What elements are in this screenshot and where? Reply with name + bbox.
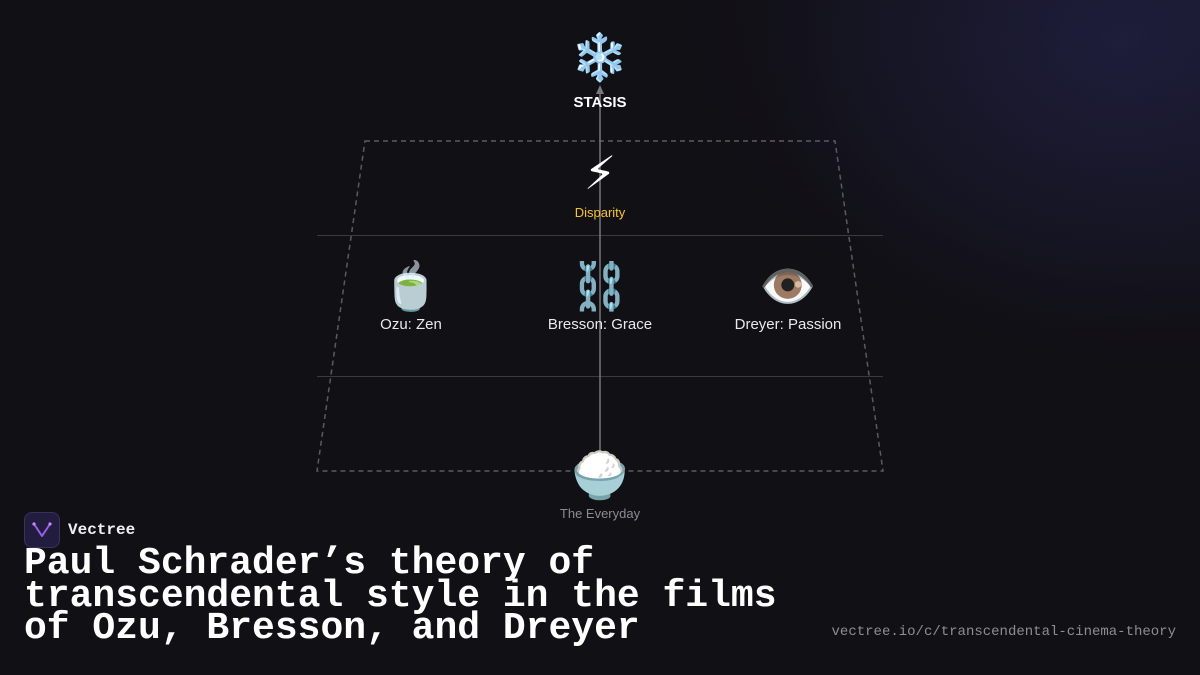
rice-bowl-icon: 🍚 (571, 448, 629, 502)
lightning-icon: ⚡ (583, 146, 617, 200)
bresson-label: Bresson: Grace (547, 316, 653, 333)
trapezoid-frame (316, 140, 884, 472)
vectree-logo-icon (24, 512, 60, 548)
ozu-label: Ozu: Zen (380, 316, 442, 333)
axis-arrowhead (596, 85, 604, 94)
brand-name: Vectree (68, 521, 136, 539)
stasis-label: STASIS (573, 94, 627, 111)
page-url[interactable]: vectree.io/c/transcendental-cinema-theor… (831, 624, 1176, 640)
chains-icon: ⛓️ (571, 259, 629, 313)
eye-icon: 👁️ (759, 259, 817, 313)
everyday-label: The Everyday (559, 506, 641, 521)
brand[interactable]: Vectree (24, 512, 135, 548)
page-title: Paul Schrader’s theory of transcendental… (24, 542, 777, 650)
disparity-label: Disparity (574, 205, 626, 220)
snowflake-icon: ❄️ (571, 30, 629, 84)
dreyer-label: Dreyer: Passion (734, 316, 842, 333)
tea-icon: 🍵 (382, 259, 440, 313)
